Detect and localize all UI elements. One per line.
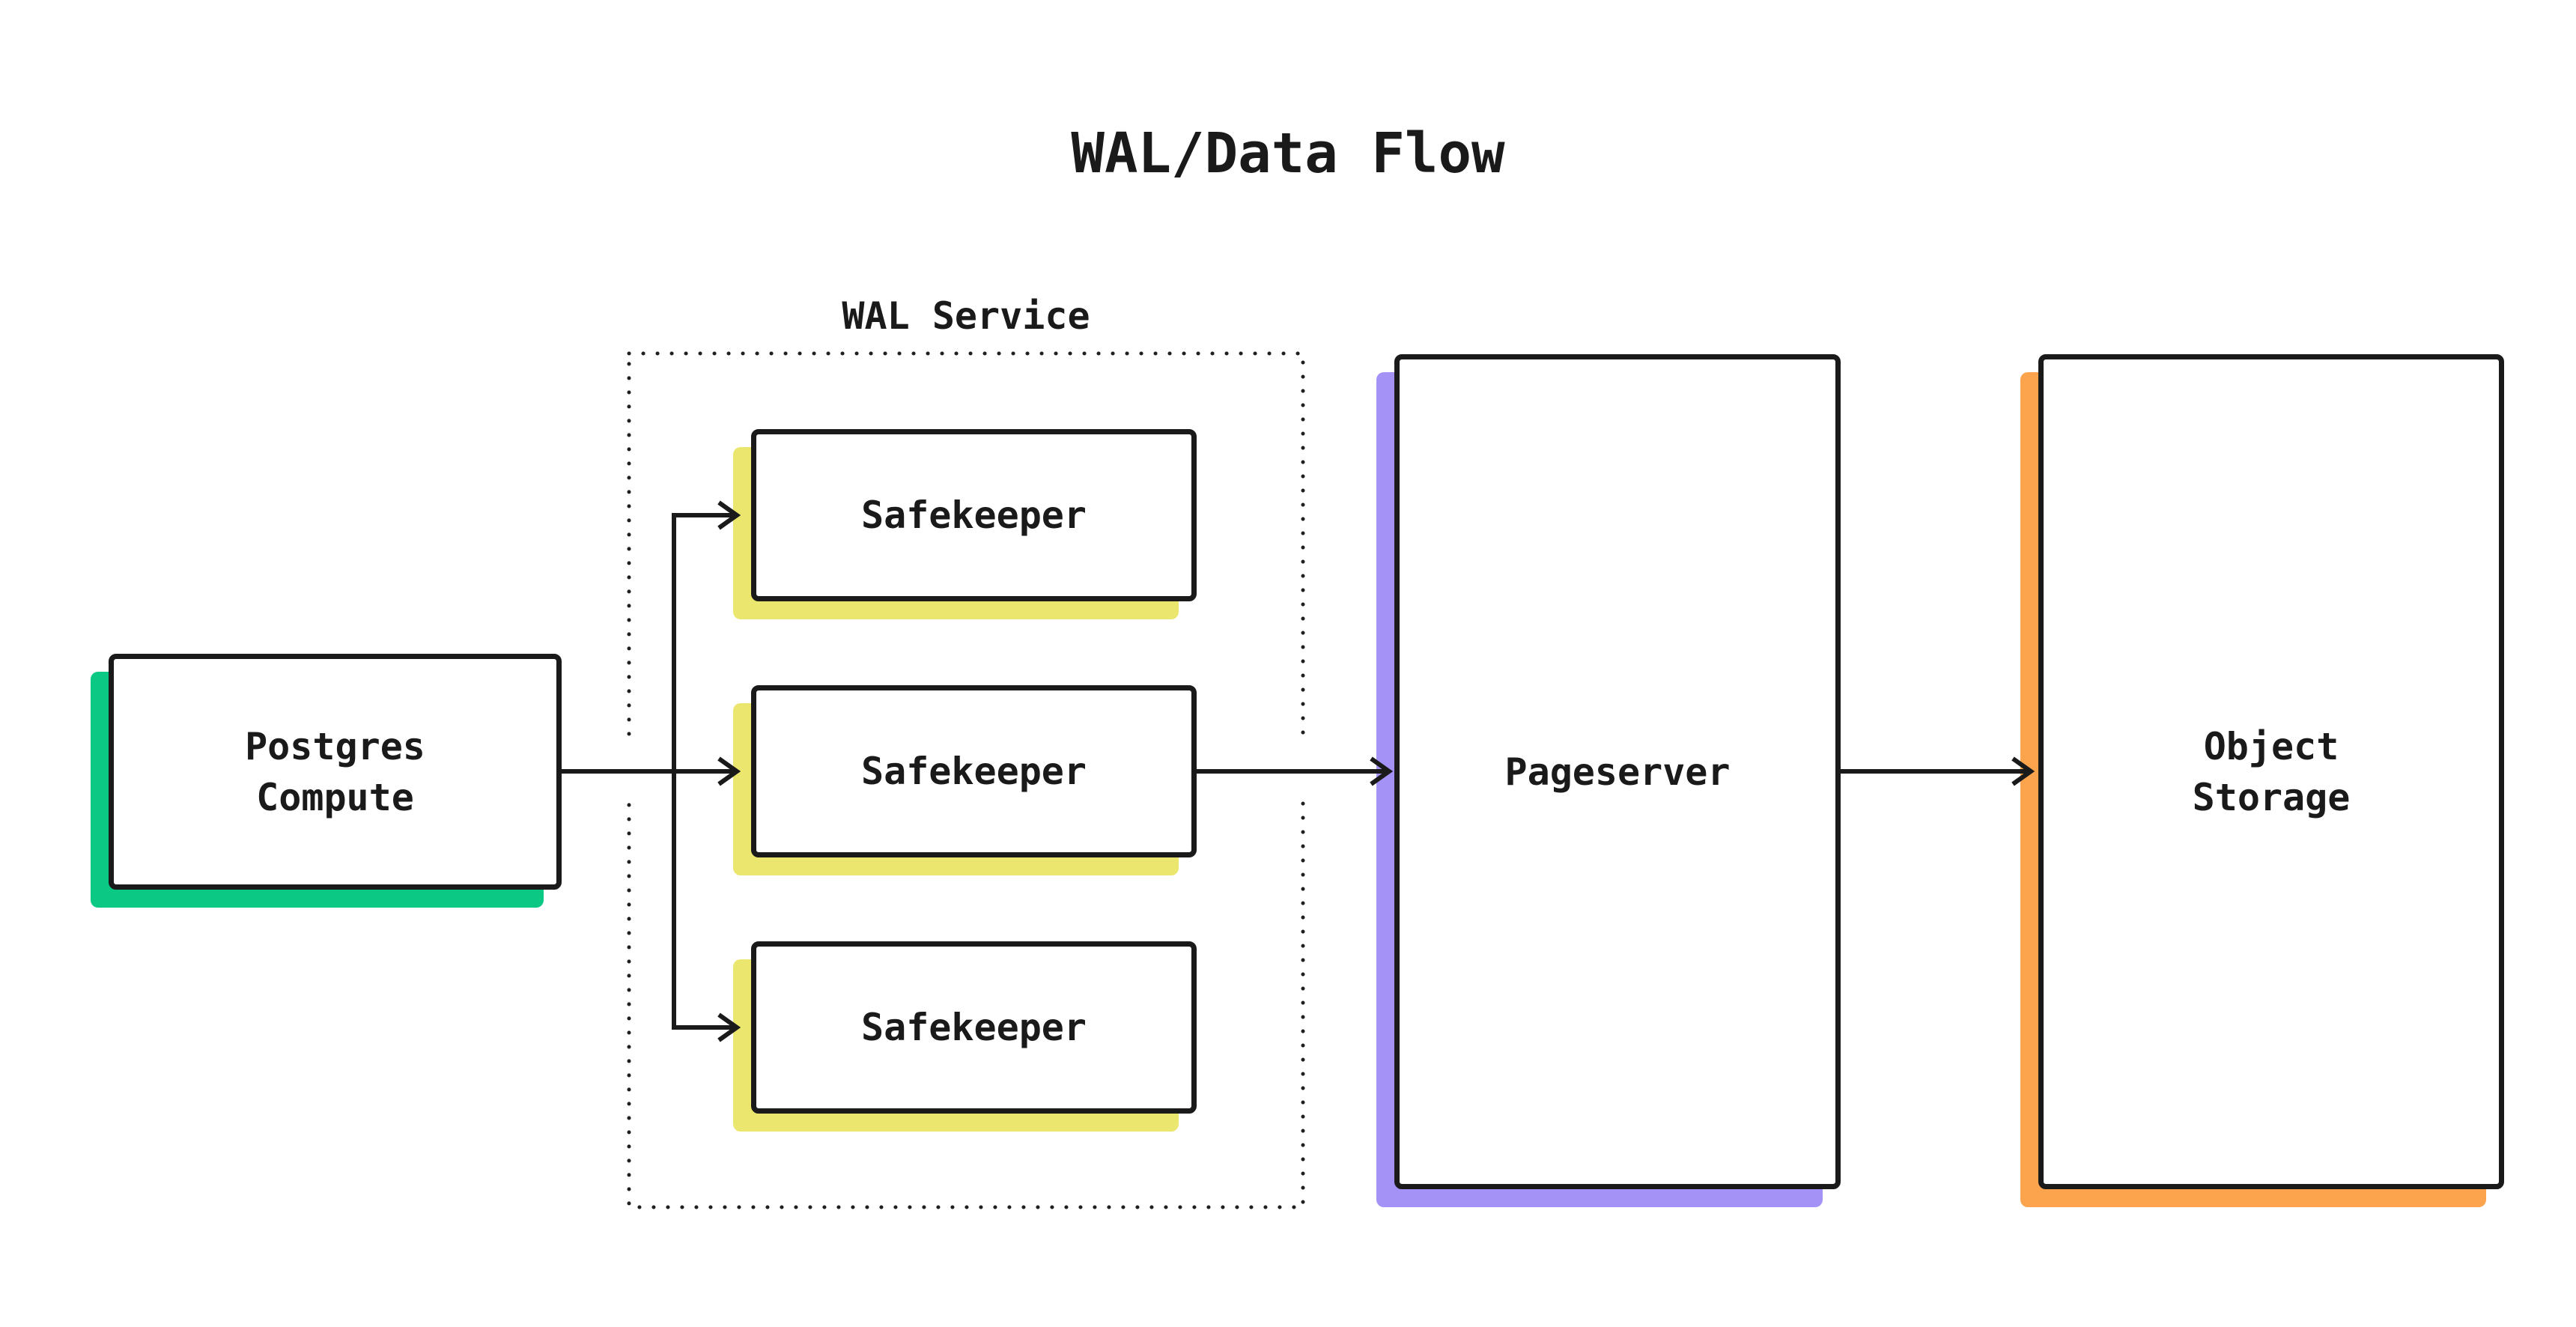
- arrowhead-icon: [717, 500, 741, 530]
- node-postgres-compute: Postgres Compute: [109, 654, 562, 890]
- node-safekeeper-3: Safekeeper: [751, 941, 1197, 1114]
- node-object-storage: Object Storage: [2038, 354, 2504, 1189]
- arrowhead-icon: [717, 756, 741, 786]
- dotted-border-gap-left: [619, 744, 640, 798]
- node-safekeeper-1: Safekeeper: [751, 429, 1197, 601]
- dotted-border-gap-right: [1292, 744, 1313, 798]
- node-label: Pageserver: [1504, 750, 1731, 794]
- node-label: Safekeeper: [860, 494, 1087, 537]
- node-pageserver: Pageserver: [1394, 354, 1841, 1189]
- node-label-line: Object: [2203, 724, 2339, 768]
- diagram-title: WAL/Data Flow: [1071, 121, 1505, 186]
- node-safekeeper-2: Safekeeper: [751, 685, 1197, 857]
- arrow-branch-to-safekeepers: [672, 513, 737, 1030]
- arrowhead-icon: [2011, 756, 2035, 786]
- arrowhead-icon: [717, 1012, 741, 1042]
- node-label: Safekeeper: [860, 1006, 1087, 1049]
- node-label-line: Compute: [256, 775, 414, 819]
- node-label-line: Postgres: [245, 724, 425, 768]
- node-label: Safekeeper: [860, 750, 1087, 793]
- arrowhead-icon: [1370, 756, 1394, 786]
- wal-service-label: WAL Service: [842, 294, 1090, 338]
- node-label-line: Storage: [2192, 775, 2351, 819]
